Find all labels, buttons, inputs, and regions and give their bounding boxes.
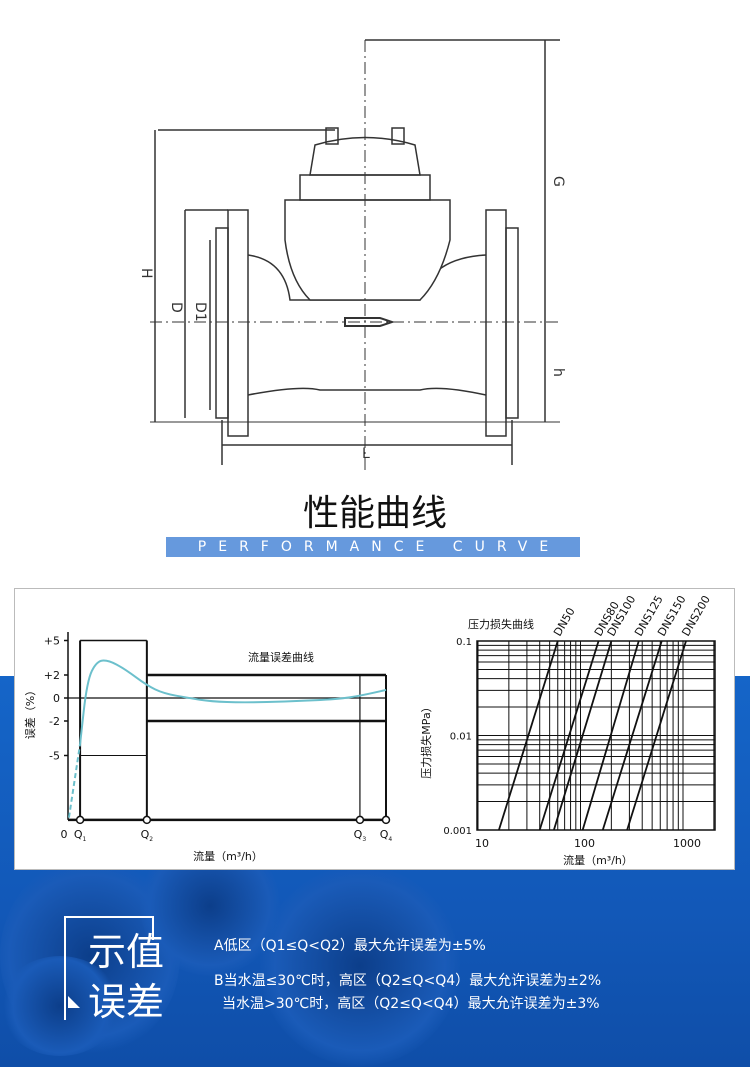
- series-line-dns200: [626, 640, 687, 831]
- label-H: H: [138, 268, 154, 279]
- y-tick-label: 0.01: [450, 732, 472, 743]
- chart-title: 流量误差曲线: [248, 650, 314, 664]
- note-c: 当水温>30℃时，高区（Q2≤Q<Q4）最大允许误差为±3%: [222, 996, 600, 1012]
- label-L: L: [362, 446, 370, 462]
- meter-dimension-drawing: H D D1 G h L: [138, 39, 566, 470]
- q-marker: [355, 815, 365, 825]
- x-axis-label: 流量（m³/h）: [563, 853, 633, 867]
- error-curve: [79, 659, 387, 745]
- y-axis-label: 压力损失MPa）: [419, 701, 433, 778]
- corner-triangle-icon: [68, 996, 80, 1008]
- chart-title: 压力损失曲线: [468, 617, 534, 631]
- label-h: h: [550, 368, 566, 377]
- q-marker: [381, 815, 391, 825]
- y-tick-label: -2: [49, 715, 60, 728]
- meter-photo: [0, 956, 120, 1056]
- q-marker: [142, 815, 152, 825]
- x-tick-label: 1000: [673, 837, 701, 850]
- note-a: A低区（Q1≤Q<Q2）最大允许误差为±5%: [214, 938, 486, 954]
- y-tick-label: +5: [44, 635, 60, 648]
- series-line-dn50: [498, 640, 559, 831]
- section-title: 性能曲线: [302, 493, 447, 534]
- x-mark-label: Q1: [74, 828, 87, 843]
- series-line-dns150: [601, 640, 663, 831]
- label-D: D: [168, 302, 184, 313]
- x-mark-label: Q4: [380, 828, 393, 843]
- series-label: DN50: [551, 605, 578, 638]
- error-curve-dashed: [67, 743, 82, 818]
- y-axis-label: 误差（%）: [23, 685, 37, 739]
- y-tick-label: 0.001: [443, 826, 472, 837]
- x-mark-label: Q3: [354, 828, 367, 843]
- x-axis-label: 流量（m³/h）: [193, 849, 263, 863]
- series-line-dns80: [538, 640, 600, 831]
- x-tick-label: 10: [475, 837, 489, 850]
- heading-frame: [64, 916, 154, 1020]
- x-mark-label: Q2: [141, 828, 154, 843]
- q-marker: [75, 815, 85, 825]
- series-line-dns125: [581, 640, 640, 831]
- plot-frame: [476, 640, 716, 831]
- meter-photo: [260, 866, 460, 1066]
- label-G: G: [550, 176, 566, 187]
- note-b: B当水温≤30℃时，高区（Q2≤Q<Q4）最大允许误差为±2%: [214, 973, 602, 989]
- y-tick-label: +2: [44, 669, 60, 682]
- heading-line2: 误差: [88, 980, 165, 1024]
- x-tick-label: 100: [574, 837, 595, 850]
- series-line-dns100: [553, 640, 613, 831]
- heading-line1: 示值: [88, 930, 165, 974]
- label-D1: D1: [192, 302, 208, 322]
- x-mark-label: 0: [61, 828, 68, 841]
- y-tick-label: 0.1: [456, 637, 472, 648]
- section-subtitle: PERFORMANCE CURVE: [166, 537, 580, 557]
- y-tick-label: -5: [49, 750, 60, 763]
- y-tick-label: 0: [53, 692, 60, 705]
